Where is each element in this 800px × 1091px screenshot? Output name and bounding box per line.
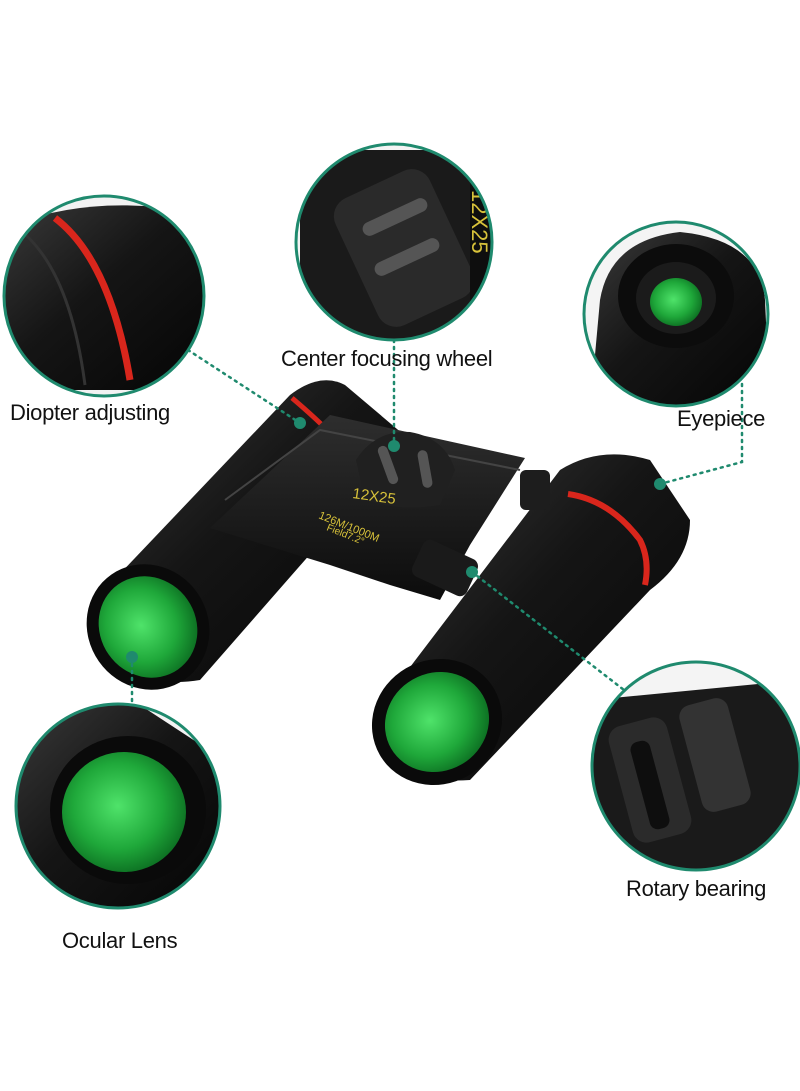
leader-dots (126, 417, 666, 663)
leader-lines (130, 338, 744, 708)
focus-wheel (356, 431, 455, 508)
eyepiece-label: Eyepiece (677, 406, 766, 431)
center-focusing-wheel-label: Center focusing wheel (281, 346, 493, 371)
rotary-bearing-closeup (590, 660, 800, 872)
binocular-body: 12X25 126M/1000M Field7.2° (86, 380, 690, 786)
focus-wheel-closeup: 12X25 (294, 142, 494, 342)
right-barrel (371, 454, 690, 786)
diopter-adjusting-label: Diopter adjusting (10, 400, 170, 425)
magnification-marking: 12X25 (351, 485, 396, 508)
eyepiece-closeup (582, 220, 770, 408)
rotary-bearing-label: Rotary bearing (626, 876, 767, 901)
ocular-lens-label: Ocular Lens (62, 928, 178, 953)
diopter-closeup (2, 194, 206, 398)
ocular-lens-closeup (14, 702, 222, 910)
closeup-magnification-marking: 12X25 (467, 190, 492, 254)
